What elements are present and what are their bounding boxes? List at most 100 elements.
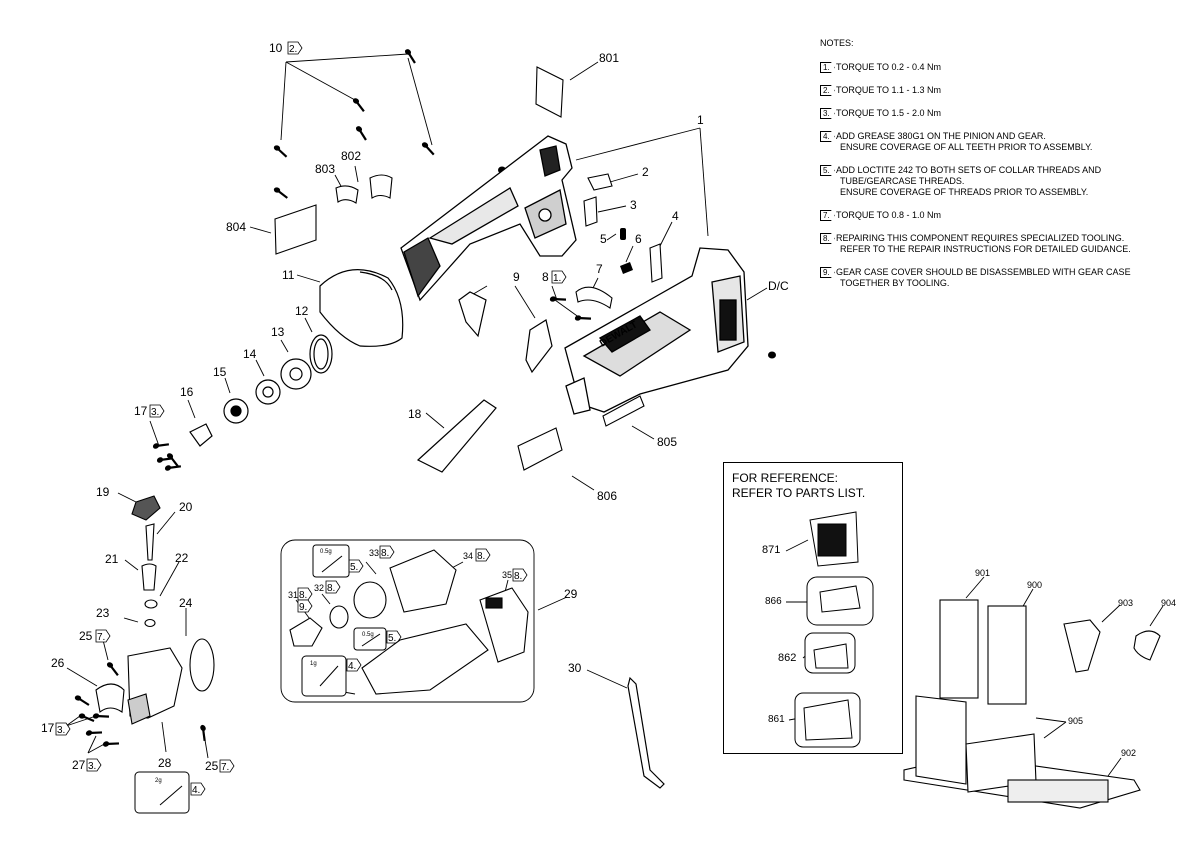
note-line: ENSURE COVERAGE OF ALL TEETH PRIOR TO AS… — [840, 142, 1093, 152]
note-line: TORQUE TO 1.5 - 2.0 Nm — [836, 108, 942, 118]
note-item: 7.TORQUE TO 0.8 - 1.0 Nm — [820, 210, 1180, 221]
callout-7b: 7. — [221, 762, 229, 773]
callout-4b: 4. — [348, 661, 356, 672]
note-callouts: 2. 1. 3. 3. 3. 7. 7. 4. 4. 5. 5. 8. 8. 8… — [55, 41, 567, 796]
label-21: 21 — [105, 552, 119, 566]
label-804: 804 — [226, 220, 246, 234]
note-tag: 1. — [820, 62, 835, 73]
note-line: TORQUE TO 1.1 - 1.3 Nm — [836, 85, 942, 95]
flat-parts — [274, 66, 663, 471]
label-17b: 17 — [41, 721, 55, 735]
label-30: 30 — [568, 661, 582, 675]
label-805: 805 — [657, 435, 677, 449]
note-tag: 9. — [820, 267, 835, 278]
note-item: 8.REPAIRING THIS COMPONENT REQUIRES SPEC… — [820, 233, 1180, 255]
callout-8b: 8. — [477, 551, 485, 562]
label-18: 18 — [408, 407, 422, 421]
label-11: 11 — [282, 268, 295, 282]
ref-label-866: 866 — [765, 596, 782, 607]
callout-8a: 8. — [381, 548, 389, 559]
label-32: 32 — [314, 583, 324, 593]
label-17: 17 — [134, 404, 148, 418]
label-8: 8 — [542, 270, 549, 284]
note-item: 4.ADD GREASE 380G1 ON THE PINION AND GEA… — [820, 131, 1180, 153]
note-item: 3.TORQUE TO 1.5 - 2.0 Nm — [820, 108, 1180, 119]
guard-parts — [189, 269, 553, 473]
note-line: ADD LOCTITE 242 TO BOTH SETS OF COLLAR T… — [836, 165, 1102, 175]
label-14: 14 — [243, 347, 257, 361]
label-900: 900 — [1027, 580, 1042, 590]
callout-2: 2. — [289, 44, 297, 55]
label-22: 22 — [175, 551, 189, 565]
note-line: ENSURE COVERAGE OF THREADS PRIOR TO ASSE… — [840, 187, 1089, 197]
grease-boxes — [134, 544, 387, 814]
label-3: 3 — [630, 198, 637, 212]
small-labels: 31 32 33 34 35 901 900 903 904 905 902 — [288, 548, 1176, 758]
notes-title: NOTES: — [820, 38, 854, 48]
ref-label-861: 861 — [768, 714, 785, 725]
reference-box: FOR REFERENCE: REFER TO PARTS LIST. — [723, 462, 903, 754]
callout-4a: 4. — [192, 785, 200, 796]
label-35: 35 — [502, 570, 512, 580]
callout-8e: 8. — [327, 583, 335, 594]
callout-3c: 3. — [88, 761, 96, 772]
reference-title-line1: FOR REFERENCE: — [732, 471, 839, 485]
label-4: 4 — [672, 209, 679, 223]
label-905: 905 — [1068, 716, 1083, 726]
note-line: TUBE/GEARCASE THREADS. — [840, 176, 965, 186]
label-26: 26 — [51, 656, 65, 670]
grease-qty-05g-b: 0.5g — [362, 632, 374, 638]
label-2: 2 — [642, 165, 649, 179]
callout-7a: 7. — [97, 632, 105, 643]
label-24: 24 — [179, 596, 193, 610]
label-806: 806 — [597, 489, 617, 503]
motor-assembly-box — [280, 539, 535, 703]
label-27: 27 — [72, 758, 86, 772]
label-902: 902 — [1121, 748, 1136, 758]
motor-housing — [564, 247, 749, 415]
note-line: GEAR CASE COVER SHOULD BE DISASSEMBLED W… — [836, 267, 1131, 277]
note-tag: 7. — [820, 210, 835, 221]
label-6: 6 — [635, 232, 642, 246]
label-34: 34 — [463, 551, 473, 561]
note-tag: 2. — [820, 85, 835, 96]
label-15: 15 — [213, 365, 227, 379]
label-1: 1 — [697, 113, 704, 127]
label-7: 7 — [596, 262, 603, 276]
note-item: 1.TORQUE TO 0.2 - 0.4 Nm — [820, 62, 1180, 73]
motor-parts — [289, 549, 529, 695]
callout-1: 1. — [553, 273, 561, 284]
note-line: TORQUE TO 0.8 - 1.0 Nm — [836, 210, 942, 220]
label-29: 29 — [564, 587, 578, 601]
label-801: 801 — [599, 51, 619, 65]
grease-qty-05g-a: 0.5g — [320, 549, 332, 555]
note-item: 5.ADD LOCTITE 242 TO BOTH SETS OF COLLAR… — [820, 165, 1180, 198]
note-tag: 3. — [820, 108, 835, 119]
gear-assembly — [95, 495, 215, 725]
label-23: 23 — [96, 606, 110, 620]
reference-parts — [794, 511, 874, 748]
note-item: 9.GEAR CASE COVER SHOULD BE DISASSEMBLED… — [820, 267, 1180, 289]
label-9: 9 — [513, 270, 520, 284]
leader-lines — [65, 53, 1164, 777]
label-13: 13 — [271, 325, 285, 339]
note-tag: 5. — [820, 165, 835, 176]
grease-qty-1g: 1g — [310, 661, 317, 667]
label-16: 16 — [180, 385, 194, 399]
note-line: REPAIRING THIS COMPONENT REQUIRES SPECIA… — [836, 233, 1125, 243]
label-903: 903 — [1118, 598, 1133, 608]
small-dark-parts — [498, 166, 776, 359]
label-31: 31 — [288, 590, 298, 600]
tooling-fixture — [903, 599, 1161, 809]
callout-8d: 8. — [299, 590, 307, 601]
note-tag: 8. — [820, 233, 835, 244]
label-5: 5 — [600, 232, 607, 246]
grease-qty-2g: 2g — [155, 778, 162, 784]
ref-label-862: 862 — [778, 652, 797, 664]
note-line: ADD GREASE 380G1 ON THE PINION AND GEAR. — [836, 131, 1046, 141]
label-904: 904 — [1161, 598, 1176, 608]
label-25b: 25 — [205, 759, 219, 773]
grease-qty: 2g 1g 0.5g 0.5g — [155, 549, 374, 784]
